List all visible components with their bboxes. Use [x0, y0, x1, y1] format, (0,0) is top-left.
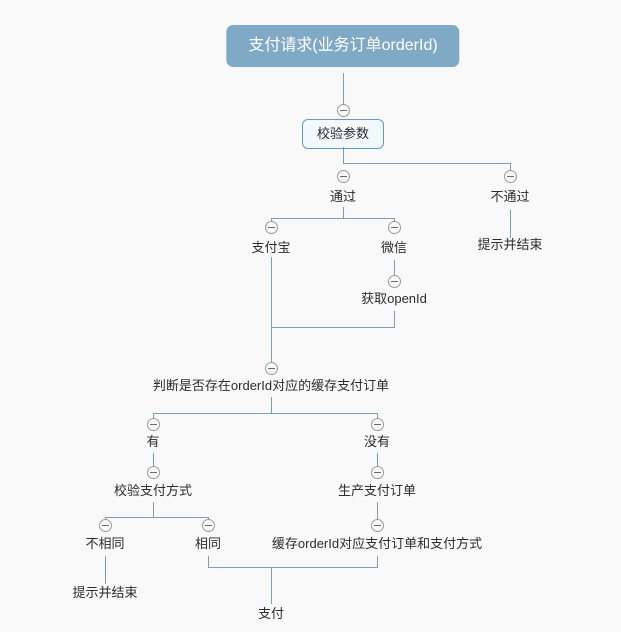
edge-openid-down — [394, 311, 395, 328]
collapse-icon-pass[interactable] — [337, 170, 350, 183]
node-not-same-end[interactable]: 提示并结束 — [72, 585, 138, 600]
collapse-icon-has-not[interactable] — [371, 418, 384, 431]
edge-has-to-verify-pay-method — [153, 453, 154, 472]
edge-create-pay-order-down — [377, 502, 378, 521]
node-has[interactable]: 有 — [146, 434, 160, 449]
edge-validate-params-down — [343, 147, 344, 164]
edge-not-pass-to-end — [510, 210, 511, 238]
node-has-not[interactable]: 没有 — [363, 434, 391, 449]
node-cache-pay-order[interactable]: 缓存orderId对应支付订单和支付方式 — [271, 536, 483, 551]
node-alipay[interactable]: 支付宝 — [251, 240, 291, 255]
node-same[interactable]: 相同 — [194, 536, 222, 551]
edge-wechat-to-openid — [394, 260, 395, 278]
edge-merge-to-pay — [208, 567, 378, 568]
collapse-icon-wechat[interactable] — [388, 221, 401, 234]
edge-check-cache-split — [153, 413, 377, 414]
edge-merge-down — [271, 327, 272, 365]
edge-cache-pay-order-down — [377, 556, 378, 568]
edge-to-has-not — [377, 413, 378, 421]
collapse-icon-has[interactable] — [147, 418, 160, 431]
node-check-cache-order[interactable]: 判断是否存在orderId对应的缓存支付订单 — [152, 378, 390, 393]
edge-verify-pay-method-split — [105, 517, 209, 518]
node-not-same[interactable]: 不相同 — [85, 536, 125, 551]
edge-merge-to-check-cache — [271, 327, 395, 328]
edge-has-not-to-create-pay-order — [377, 453, 378, 472]
edge-root-to-validate-params — [343, 73, 344, 106]
edge-pass-split — [271, 218, 395, 219]
collapse-icon-verify-pay-method[interactable] — [147, 466, 160, 479]
node-pay[interactable]: 支付 — [257, 606, 285, 621]
node-not-pass-end[interactable]: 提示并结束 — [477, 237, 543, 252]
edge-same-down — [208, 556, 209, 568]
collapse-icon-get-openid[interactable] — [388, 275, 401, 288]
collapse-icon-create-pay-order[interactable] — [371, 466, 384, 479]
node-not-pass[interactable]: 不通过 — [490, 189, 530, 204]
node-pass[interactable]: 通过 — [329, 189, 357, 204]
node-get-openid[interactable]: 获取openId — [361, 291, 427, 306]
edge-to-has — [153, 413, 154, 421]
collapse-icon-not-pass[interactable] — [504, 170, 517, 183]
edge-merge-pay-down — [271, 567, 272, 604]
collapse-icon-not-same[interactable] — [99, 519, 112, 532]
collapse-icon-same[interactable] — [202, 519, 215, 532]
node-verify-pay-method[interactable]: 校验支付方式 — [113, 483, 193, 498]
node-create-pay-order[interactable]: 生产支付订单 — [337, 483, 417, 498]
edge-check-cache-down — [271, 397, 272, 414]
collapse-icon-validate-params[interactable] — [337, 104, 350, 117]
edge-not-same-to-end — [105, 556, 106, 584]
edge-verify-pay-method-down — [153, 502, 154, 518]
edge-alipay-down — [271, 257, 272, 328]
node-wechat[interactable]: 微信 — [380, 240, 408, 255]
node-validate-params[interactable]: 校验参数 — [301, 119, 385, 149]
collapse-icon-alipay[interactable] — [265, 221, 278, 234]
edge-pass-down — [343, 207, 344, 219]
node-payment-request[interactable]: 支付请求(业务订单orderId) — [226, 25, 460, 67]
edge-validate-params-split — [343, 163, 511, 164]
collapse-icon-cache-pay-order[interactable] — [371, 519, 384, 532]
collapse-icon-check-cache-order[interactable] — [265, 362, 278, 375]
